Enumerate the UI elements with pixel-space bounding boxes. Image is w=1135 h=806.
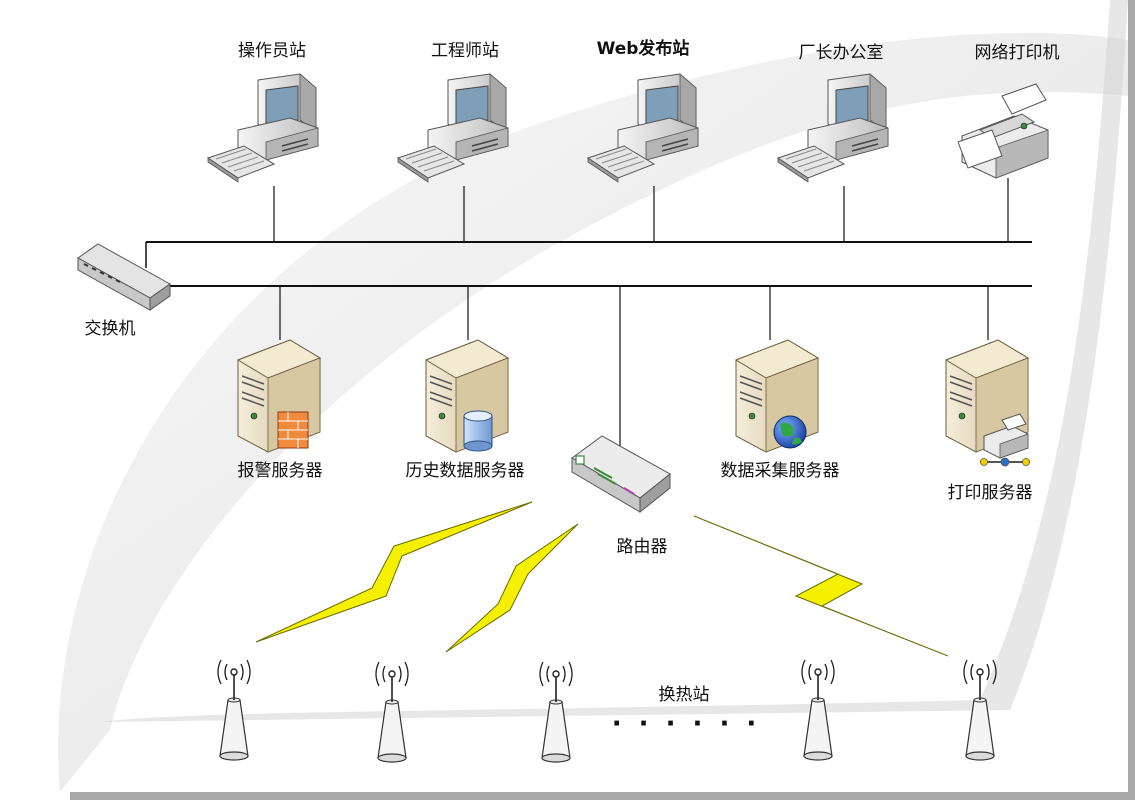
server-print — [945, 339, 1030, 467]
server-history — [425, 339, 509, 453]
label-operator-station: 操作员站 — [238, 41, 306, 61]
server-acquisition — [735, 339, 819, 453]
label-switch: 交换机 — [85, 319, 136, 339]
server-alarm — [237, 339, 321, 453]
switch-icon — [77, 243, 171, 311]
printer-icon — [983, 413, 1029, 459]
workstation-operator — [207, 73, 319, 183]
label-history-server: 历史数据服务器 — [406, 461, 525, 481]
antenna-icon — [217, 659, 251, 761]
labels: 操作员站 工程师站 Web发布站 厂长办公室 网络打印机 交换机 报警服务器 历… — [85, 38, 1060, 739]
label-engineer-station: 工程师站 — [431, 41, 499, 61]
globe-icon — [773, 415, 807, 449]
printer-icon — [957, 83, 1049, 179]
firewall-icon — [277, 411, 309, 449]
label-director-office: 厂长办公室 — [799, 43, 884, 63]
stations-ellipsis: · · · · · · — [612, 709, 761, 739]
label-acquisition-server: 数据采集服务器 — [721, 461, 840, 481]
network-bus — [145, 178, 1032, 448]
label-router: 路由器 — [617, 537, 668, 557]
router-icon — [571, 435, 671, 514]
label-alarm-server: 报警服务器 — [238, 461, 323, 481]
wireless-links — [255, 501, 949, 657]
computer-icon — [207, 73, 319, 183]
network-connector-icon — [980, 457, 1030, 467]
lightning-bolt — [445, 523, 579, 653]
label-web-station: Web发布站 — [597, 38, 690, 59]
lightning-bolt — [255, 501, 533, 643]
label-heat-station: 换热站 — [659, 685, 710, 705]
label-network-printer: 网络打印机 — [975, 43, 1060, 63]
label-print-server: 打印服务器 — [948, 483, 1033, 503]
lightning-bolt — [693, 515, 949, 657]
database-icon — [463, 410, 493, 452]
